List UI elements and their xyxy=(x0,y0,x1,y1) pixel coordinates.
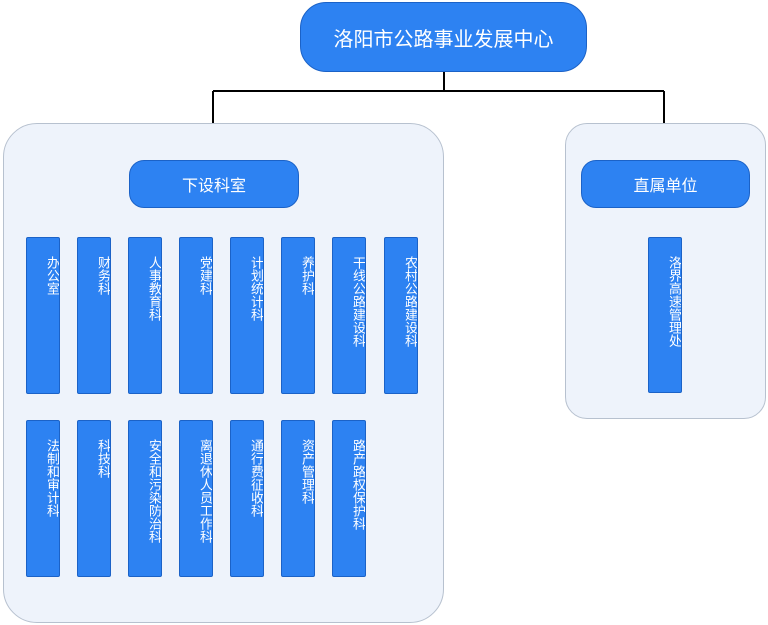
dept-node[interactable]: 农村公路建设科 xyxy=(384,237,418,394)
dept-node[interactable]: 路产路权保护科 xyxy=(332,420,366,577)
affiliated-unit-node[interactable]: 洛界高速管理处 xyxy=(648,237,682,393)
dept-node[interactable]: 法制和审计科 xyxy=(26,420,60,577)
dept-node[interactable]: 财务科 xyxy=(77,237,111,394)
dept-node[interactable]: 养护科 xyxy=(281,237,315,394)
dept-node[interactable]: 安全和污染防治科 xyxy=(128,420,162,577)
dept-node[interactable]: 办公室 xyxy=(26,237,60,394)
dept-node[interactable]: 人事教育科 xyxy=(128,237,162,394)
dept-node[interactable]: 党建科 xyxy=(179,237,213,394)
group-title-departments[interactable]: 下设科室 xyxy=(129,160,299,208)
group-title-affiliated-units[interactable]: 直属单位 xyxy=(581,160,750,208)
dept-node[interactable]: 资产管理科 xyxy=(281,420,315,577)
dept-node[interactable]: 干线公路建设科 xyxy=(332,237,366,394)
dept-node[interactable]: 计划统计科 xyxy=(230,237,264,394)
dept-node[interactable]: 科技科 xyxy=(77,420,111,577)
root-node[interactable]: 洛阳市公路事业发展中心 xyxy=(300,2,587,72)
dept-node[interactable]: 通行费征收科 xyxy=(230,420,264,577)
dept-node[interactable]: 离退休人员工作科 xyxy=(179,420,213,577)
